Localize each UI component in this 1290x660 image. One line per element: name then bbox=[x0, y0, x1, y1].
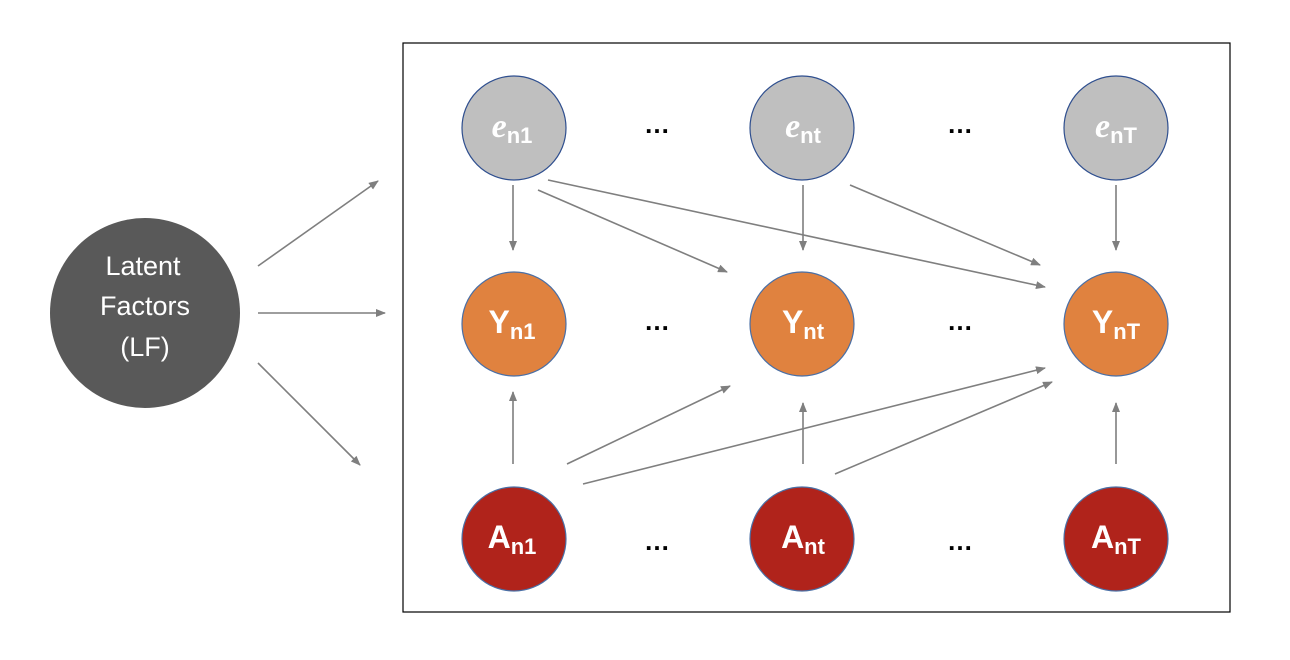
y-subscript-nt: nt bbox=[803, 319, 824, 344]
e-subscript-n1: n1 bbox=[507, 123, 533, 148]
node-e-nt: ent bbox=[749, 75, 855, 181]
e-subscript-nT: nT bbox=[1110, 123, 1137, 148]
time-series-plate bbox=[402, 42, 1231, 613]
node-y-nT: YnT bbox=[1063, 271, 1169, 377]
latent-factors-label-line1: Latent bbox=[105, 251, 181, 281]
a-row: An1 Ant AnT … … bbox=[461, 486, 1169, 592]
edge-e-nt-to-y-nT bbox=[849, 184, 1041, 266]
e-subscript-nt: nt bbox=[800, 123, 821, 148]
edge-e-n1-to-y-nt bbox=[537, 189, 728, 273]
ellipsis-e-right: … bbox=[947, 109, 973, 139]
node-e-nT: enT bbox=[1063, 75, 1169, 181]
a-symbol: A bbox=[488, 519, 511, 555]
ellipsis-e-left: … bbox=[644, 109, 670, 139]
edge-a-n1-to-y-nt bbox=[566, 385, 731, 465]
svg-text:ent: ent bbox=[785, 108, 822, 148]
node-e-n1: en1 bbox=[461, 75, 567, 181]
y-subscript-n1: n1 bbox=[510, 319, 536, 344]
svg-text:An1: An1 bbox=[488, 519, 537, 559]
y-symbol: Y bbox=[1092, 304, 1113, 340]
edge-lf-to-plate-upper bbox=[257, 180, 379, 267]
e-symbol: e bbox=[1095, 108, 1110, 145]
svg-text:AnT: AnT bbox=[1091, 519, 1142, 559]
a-subscript-nT: nT bbox=[1114, 534, 1141, 559]
y-row: Yn1 Ynt YnT … … bbox=[461, 271, 1169, 377]
node-y-n1: Yn1 bbox=[461, 271, 567, 377]
node-y-nt: Ynt bbox=[749, 271, 855, 377]
y-subscript-nT: nT bbox=[1113, 319, 1140, 344]
latent-factors-label-line3: (LF) bbox=[120, 332, 170, 362]
ellipsis-y-right: … bbox=[947, 306, 973, 336]
latent-factors-label-line2: Factors bbox=[100, 291, 190, 321]
svg-text:Yn1: Yn1 bbox=[488, 304, 535, 344]
ellipsis-y-left: … bbox=[644, 306, 670, 336]
edge-a-n1-to-y-nT bbox=[582, 366, 1046, 485]
ellipsis-a-right: … bbox=[947, 526, 973, 556]
e-symbol: e bbox=[785, 108, 800, 145]
a-symbol: A bbox=[781, 519, 804, 555]
edge-a-nt-to-y-nT bbox=[834, 381, 1053, 475]
y-symbol: Y bbox=[782, 304, 803, 340]
a-subscript-nt: nt bbox=[804, 534, 825, 559]
node-a-n1: An1 bbox=[461, 486, 567, 592]
a-symbol: A bbox=[1091, 519, 1114, 555]
edge-lf-to-plate-lower bbox=[257, 362, 361, 466]
svg-text:Ant: Ant bbox=[781, 519, 826, 559]
svg-text:en1: en1 bbox=[492, 108, 533, 148]
a-subscript-n1: n1 bbox=[511, 534, 537, 559]
y-symbol: Y bbox=[488, 304, 509, 340]
node-a-nT: AnT bbox=[1063, 486, 1169, 592]
node-a-nt: Ant bbox=[749, 486, 855, 592]
ellipsis-a-left: … bbox=[644, 526, 670, 556]
latent-factors-node: Latent Factors (LF) bbox=[50, 218, 240, 408]
svg-text:Ynt: Ynt bbox=[782, 304, 825, 344]
e-row: en1 ent enT … … bbox=[461, 75, 1169, 181]
svg-text:enT: enT bbox=[1095, 108, 1138, 148]
edge-e-n1-to-y-nT bbox=[547, 179, 1046, 290]
edges bbox=[257, 179, 1120, 485]
e-symbol: e bbox=[492, 108, 507, 145]
svg-text:YnT: YnT bbox=[1092, 304, 1141, 344]
